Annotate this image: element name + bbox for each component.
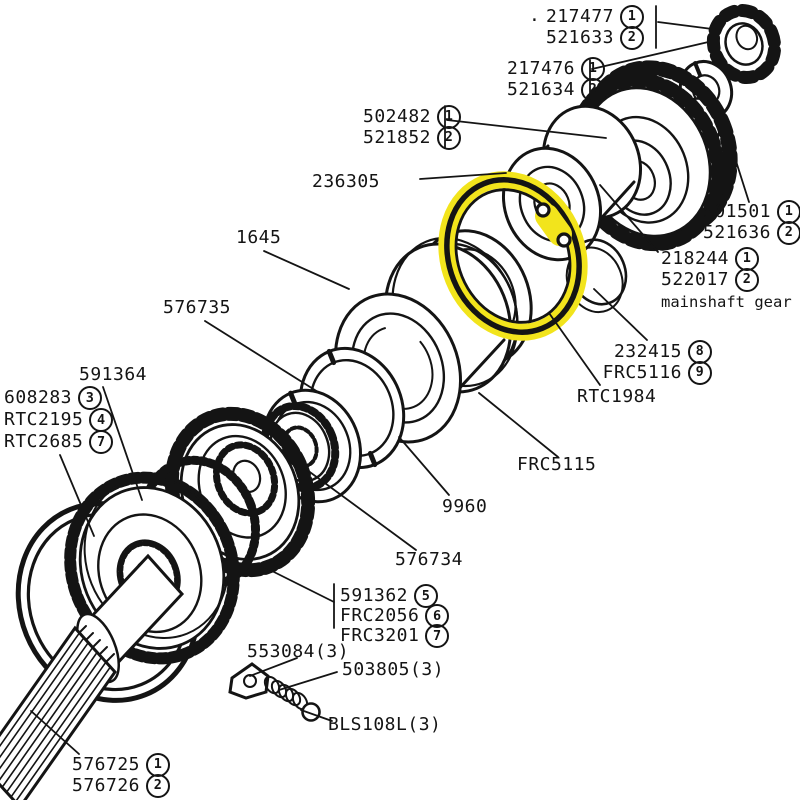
qty-circle: 2 bbox=[735, 267, 760, 292]
part-number: 591362 bbox=[340, 585, 409, 606]
qty-circle: 8 bbox=[688, 339, 712, 364]
part-number: 1645 bbox=[236, 227, 282, 248]
part-number: 232415 bbox=[613, 341, 682, 362]
part-number: 521636 bbox=[703, 222, 772, 243]
label-503805: 503805(3) bbox=[342, 659, 444, 680]
part-number: RTC1984 bbox=[577, 386, 657, 407]
label-FRC5115: FRC5115 bbox=[517, 454, 596, 475]
part-number: FRC2056 bbox=[340, 605, 420, 626]
leader-dot: . bbox=[529, 5, 540, 26]
part-number: FRC5115 bbox=[517, 454, 597, 475]
part-number: 217477 bbox=[546, 6, 615, 27]
part-number: 521634 bbox=[507, 79, 576, 100]
part-number: 502482 bbox=[363, 106, 432, 127]
qty-circle: 2 bbox=[620, 25, 645, 50]
label-BLS108L: BLS108L(3) bbox=[328, 714, 441, 735]
qty-circle: 3 bbox=[78, 386, 103, 410]
part-number: FRC5116 bbox=[602, 362, 682, 383]
part-number: 503805(3) bbox=[342, 659, 445, 680]
qty-circle: 1 bbox=[735, 246, 760, 271]
highlighted-circlip-drawing bbox=[438, 171, 588, 341]
part-number: 608283 bbox=[4, 387, 73, 408]
qty-circle: 2 bbox=[146, 773, 171, 798]
qty-circle: 2 bbox=[581, 77, 606, 102]
qty-circle: 1 bbox=[437, 104, 462, 129]
part-number: 576726 bbox=[72, 775, 141, 796]
part-number: FRC3201 bbox=[340, 625, 420, 646]
label-1645: 1645 bbox=[236, 227, 281, 248]
qty-circle: 1 bbox=[777, 199, 800, 224]
qty-circle: 5 bbox=[414, 584, 439, 608]
qty-circle: 1 bbox=[620, 4, 645, 29]
part-number: 236305 bbox=[312, 171, 381, 192]
label-9960: 9960 bbox=[442, 496, 487, 517]
part-number: 217476 bbox=[507, 58, 576, 79]
part-number: 591364 bbox=[79, 364, 148, 385]
part-number: 501501 bbox=[703, 201, 772, 222]
qty-circle: 7 bbox=[89, 430, 114, 454]
part-number: RTC2195 bbox=[4, 409, 84, 430]
part-number: 553084(3) bbox=[247, 641, 350, 662]
label-591364: 591364 bbox=[79, 364, 147, 385]
qty-circle: 9 bbox=[688, 360, 712, 385]
part-caption: mainshaft gear bbox=[661, 293, 792, 311]
qty-circle: 1 bbox=[146, 752, 171, 777]
qty-circle: 2 bbox=[437, 125, 462, 150]
part-number: 521633 bbox=[546, 27, 615, 48]
leader-lines bbox=[30, 5, 750, 755]
part-number: 576735 bbox=[163, 297, 232, 318]
qty-circle: 1 bbox=[581, 56, 606, 81]
lock-nut-drawing bbox=[706, 4, 782, 84]
part-number: 9960 bbox=[442, 496, 488, 517]
label-576734: 576734 bbox=[395, 549, 463, 570]
qty-circle: 2 bbox=[777, 220, 800, 245]
part-number: 576734 bbox=[395, 549, 464, 570]
detent-ball-drawing bbox=[301, 702, 321, 722]
part-number: 522017 bbox=[661, 269, 730, 290]
label-232415-FRC5116: 232415 8 FRC5116 9 bbox=[603, 339, 712, 385]
qty-circle: 7 bbox=[425, 624, 450, 648]
part-number: RTC2685 bbox=[4, 431, 84, 452]
part-number: 576725 bbox=[72, 754, 141, 775]
part-number: 218244 bbox=[661, 248, 730, 269]
qty-circle: 4 bbox=[89, 408, 114, 432]
shaft-drawing bbox=[0, 553, 185, 800]
label-236305: 236305 bbox=[312, 171, 380, 192]
label-RTC1984: RTC1984 bbox=[577, 386, 656, 407]
label-576735: 576735 bbox=[163, 297, 231, 318]
part-number: BLS108L(3) bbox=[328, 714, 442, 735]
label-553084: 553084(3) bbox=[247, 641, 349, 662]
part-number: 521852 bbox=[363, 127, 432, 148]
